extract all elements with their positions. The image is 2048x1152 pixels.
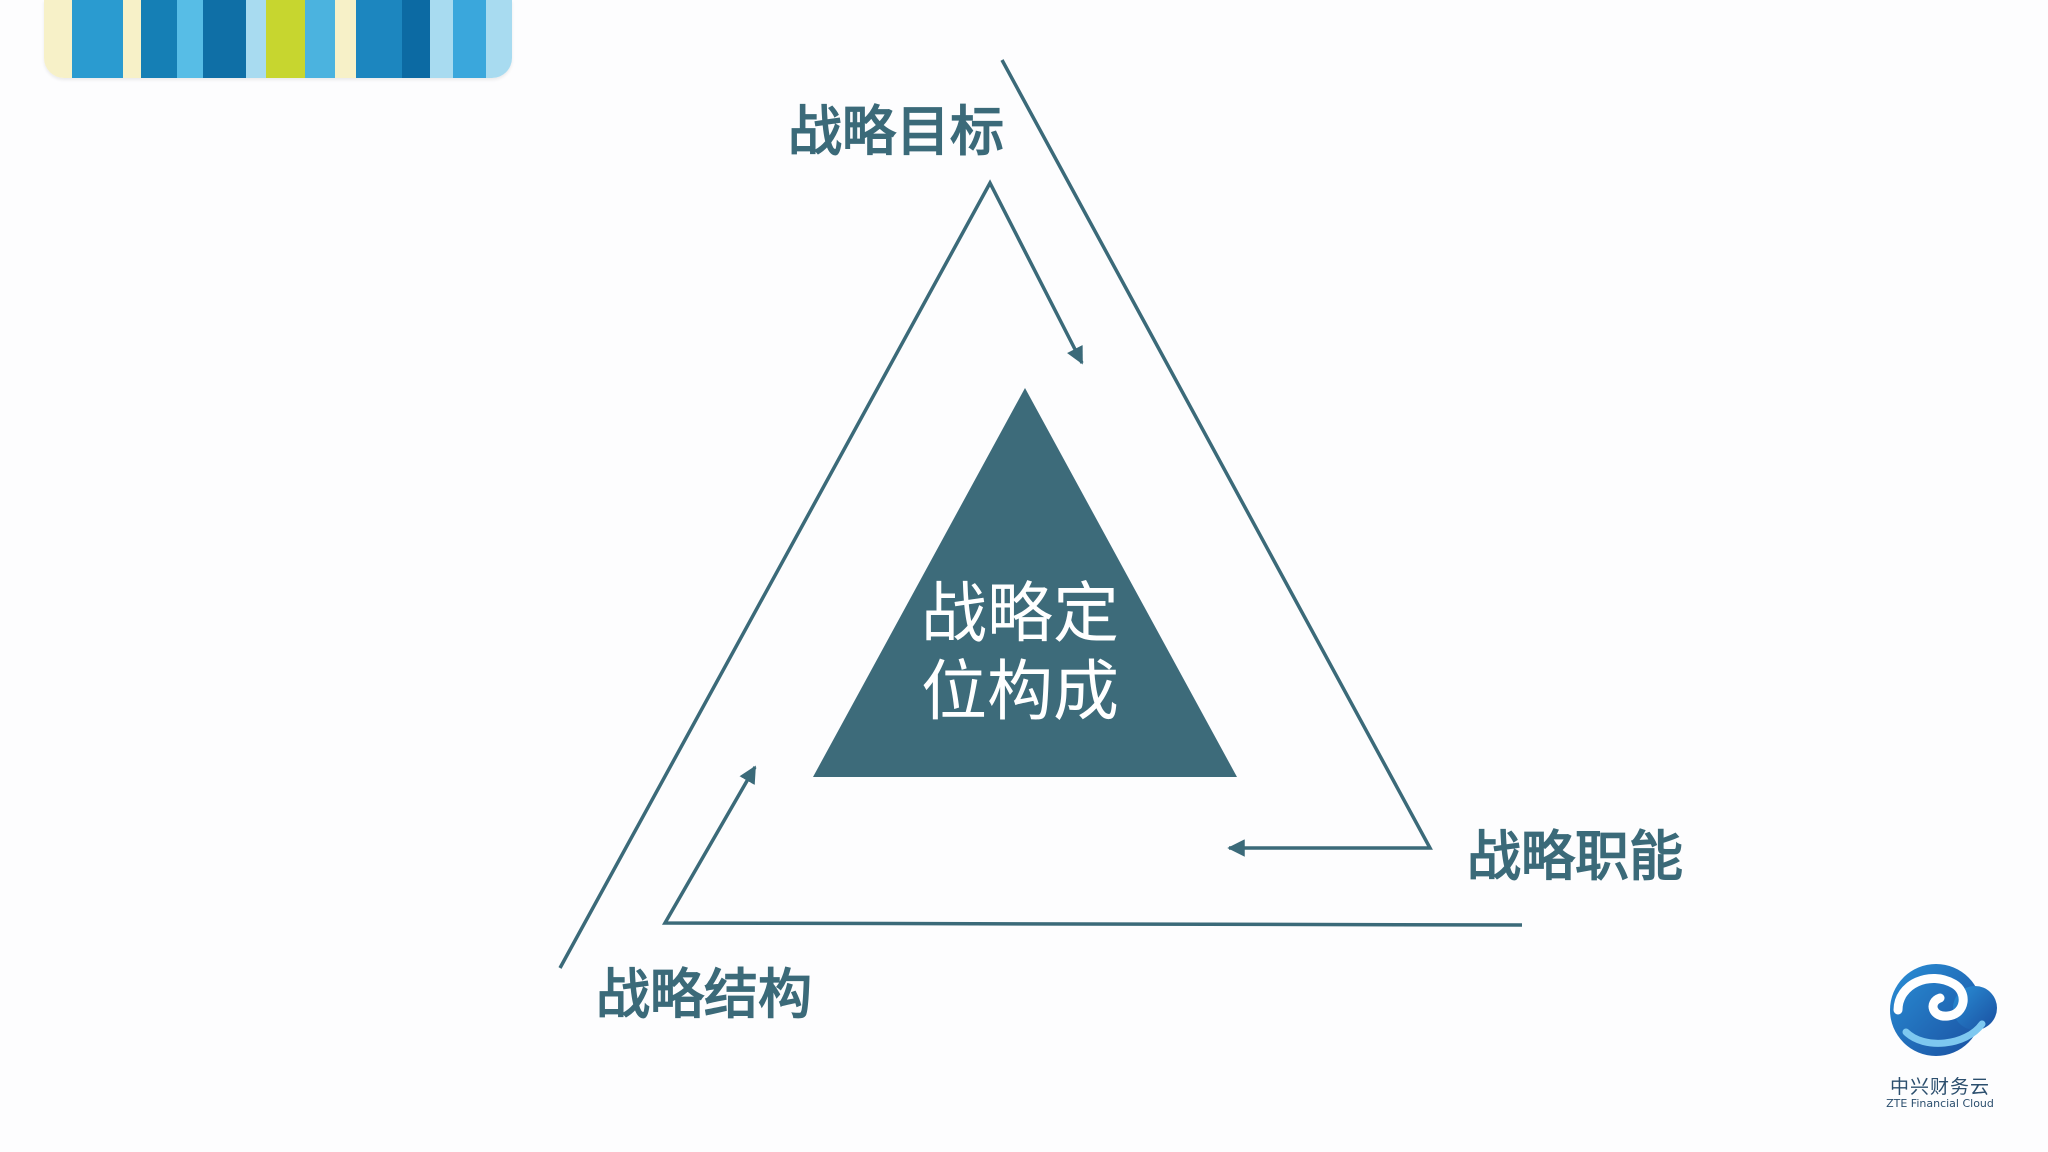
right-edge-line [1000, 59, 1433, 857]
cloud-swirl-icon [1890, 964, 1997, 1056]
banner-stripe [141, 0, 177, 78]
stripe-banner [44, 0, 512, 78]
banner-stripe [453, 0, 487, 78]
banner-stripe [202, 0, 246, 78]
banner-stripe [486, 0, 512, 78]
logo-name-en: ZTE Financial Cloud [1886, 1097, 1994, 1110]
banner-stripe [72, 0, 124, 78]
center-label-line1: 战略定 [921, 575, 1119, 652]
center-triangle [813, 388, 1237, 777]
banner-stripe [44, 0, 73, 78]
bottom-edge-line [661, 765, 1523, 927]
label-strategy-function: 战略职能 [1467, 825, 1683, 888]
banner-stripe [123, 0, 142, 78]
label-strategy-structure: 战略结构 [596, 963, 812, 1026]
outer-triangle-line [558, 179, 1084, 969]
banner-stripe [245, 0, 267, 78]
center-label-line2: 位构成 [921, 653, 1119, 730]
logo-name-cn: 中兴财务云 [1889, 1076, 1990, 1098]
banner-stripe [401, 0, 431, 78]
banner-stripe [430, 0, 454, 78]
label-strategy-goal: 战略目标 [788, 100, 1004, 163]
banner-stripe [304, 0, 336, 78]
banner-stripe [266, 0, 305, 78]
banner-stripe [355, 0, 402, 78]
center-label: 战略定 位构成 [880, 575, 1160, 731]
banner-stripe [176, 0, 203, 78]
banner-stripe [335, 0, 356, 78]
